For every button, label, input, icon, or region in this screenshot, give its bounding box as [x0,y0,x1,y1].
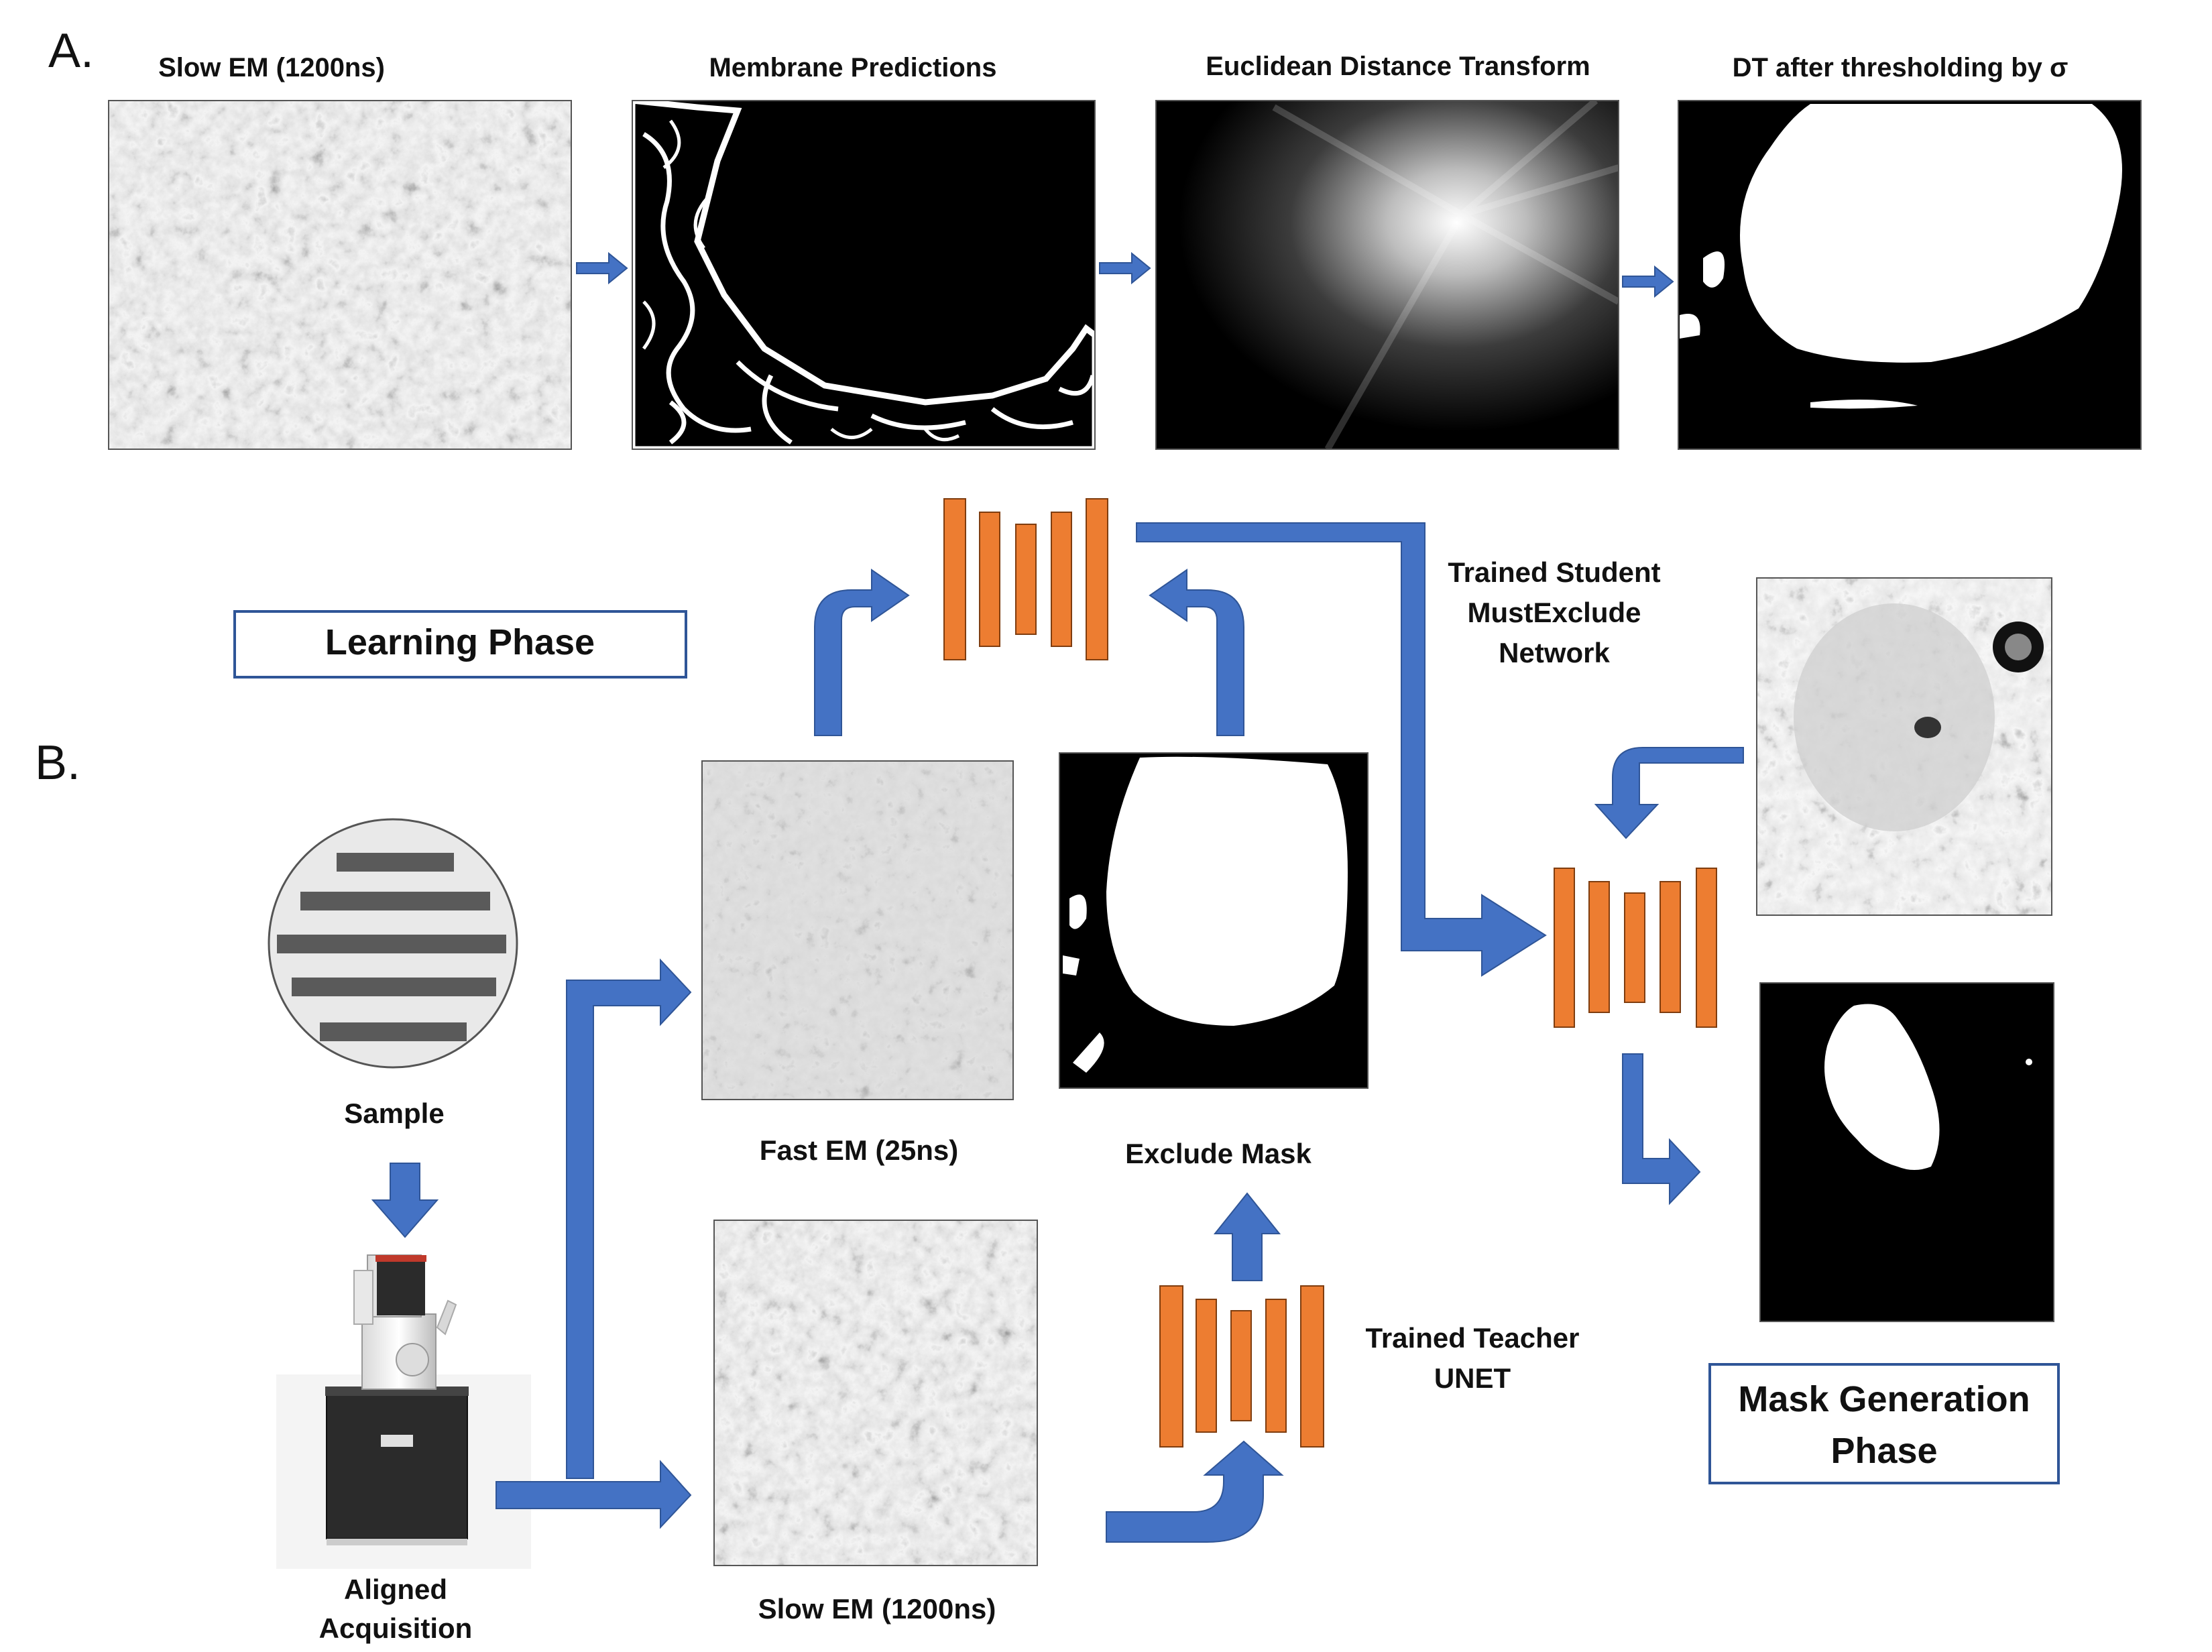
mask-generation-phase-box: Mask Generation Phase [1708,1363,2060,1484]
dt-threshold-image [1678,100,2142,450]
student-label-2: MustExclude [1467,597,1641,628]
slow-em-bottom-label: Slow EM (1200ns) [758,1593,996,1625]
arrow-inference-to-output [1622,1053,1701,1205]
arrow-a2 [1099,251,1151,285]
top-title-dt-threshold: DT after thresholding by σ [1733,53,2069,82]
mask-generation-label-2: Phase [1830,1431,1937,1471]
aligned-label-2: Acquisition [319,1612,473,1644]
fast-em-image [701,760,1014,1100]
top-title-membrane: Membrane Predictions [709,53,996,82]
inference-em-image [1756,577,2052,916]
aligned-label-1: Aligned [344,1574,447,1605]
arrow-teacher-to-mask [1213,1192,1281,1281]
teacher-network-icon [1159,1285,1324,1448]
electron-microscope-icon [276,1254,531,1569]
student-label-1: Trained Student [1448,556,1660,588]
slow-em-image-bottom [713,1220,1038,1566]
arrow-a1 [576,251,628,285]
mask-generation-label-1: Mask Generation [1738,1379,2030,1419]
exclude-mask-label: Exclude Mask [1125,1138,1312,1169]
panel-label-b: B. [35,736,80,790]
panel-label-a: A. [48,24,94,78]
arrow-a3 [1622,265,1674,298]
learning-phase-label: Learning Phase [325,622,595,662]
top-title-edt: Euclidean Distance Transform [1206,52,1590,81]
inference-network-icon [1554,868,1717,1028]
teacher-label-1: Trained Teacher [1365,1322,1579,1354]
arrow-mask-to-student [1149,569,1244,736]
arrow-student-to-inference [1136,522,1547,977]
arrow-fastem-to-student [814,569,910,736]
learning-phase-box: Learning Phase [233,610,687,678]
sample-label: Sample [344,1098,444,1129]
fast-em-label: Fast EM (25ns) [760,1134,958,1166]
top-title-slow-em: Slow EM (1200ns) [158,53,385,82]
edt-image [1155,98,1621,451]
arrow-slowem-to-teacher [1106,1440,1284,1543]
arrow-em-to-inference [1594,747,1744,839]
exclude-mask-image [1059,752,1369,1089]
teacher-label-2: UNET [1434,1362,1511,1394]
arrow-scope-to-slowem [496,1460,692,1529]
student-label-3: Network [1499,637,1610,668]
student-network-icon [943,498,1108,660]
arrow-scope-to-fastem [566,958,692,1479]
slow-em-image-top [108,100,572,450]
sample-disc-icon [268,818,518,1069]
output-mask-image [1759,982,2054,1322]
membrane-predictions-image [629,97,1098,453]
arrow-sample-to-scope [371,1163,439,1238]
